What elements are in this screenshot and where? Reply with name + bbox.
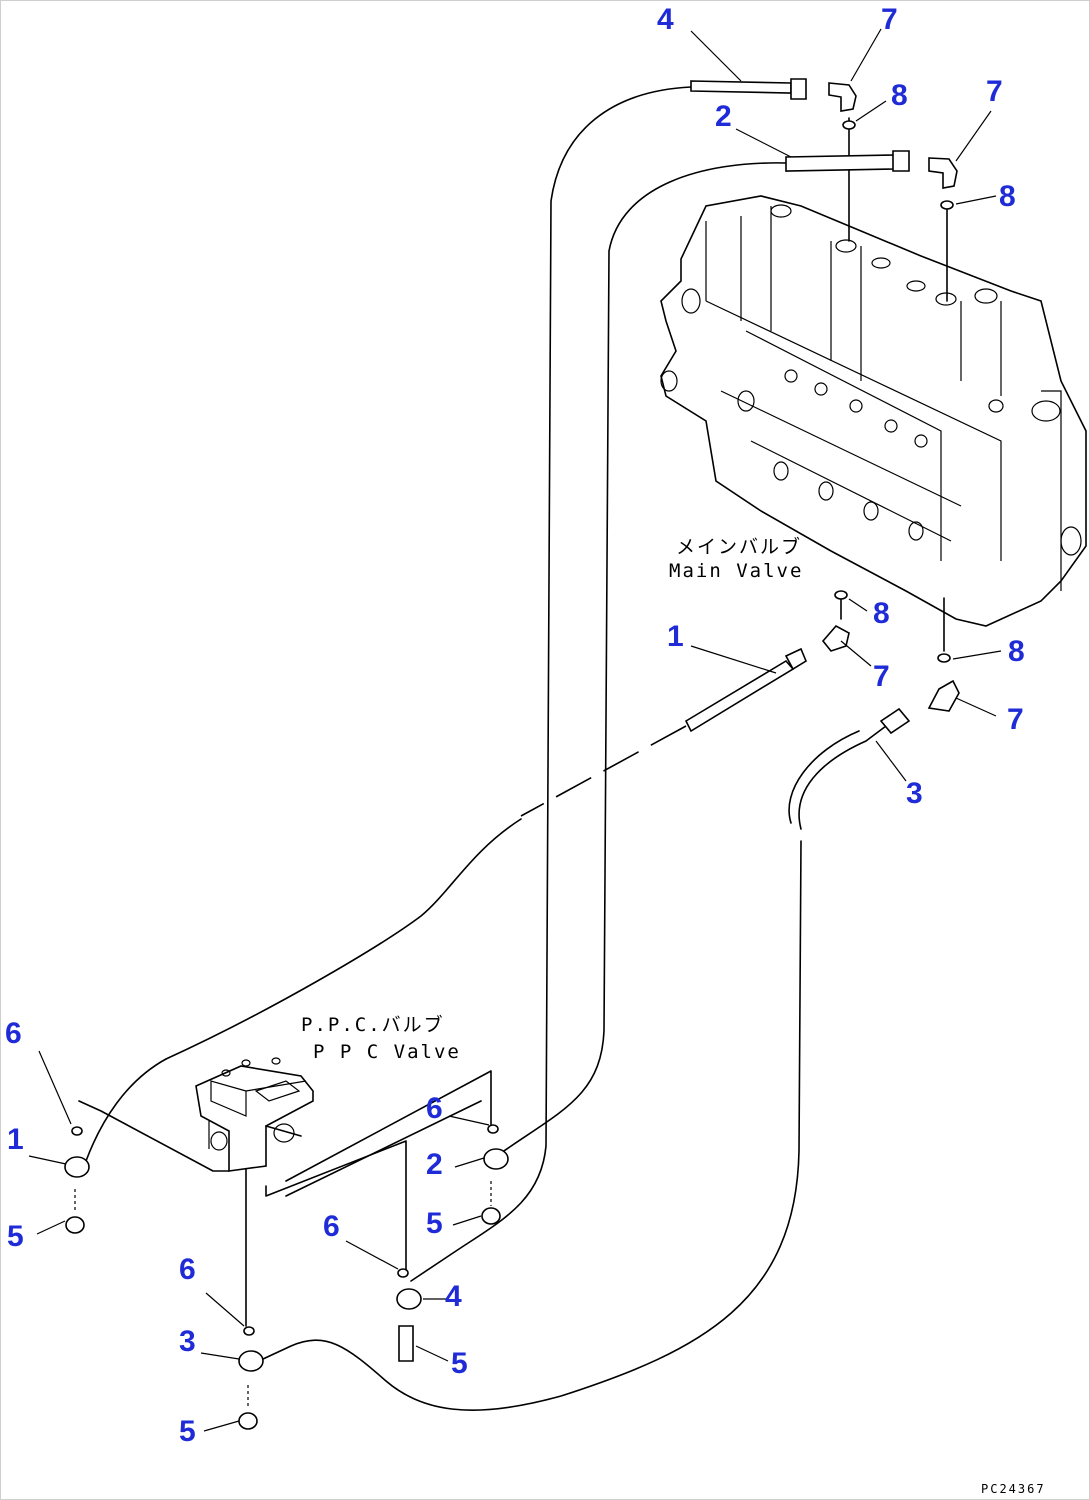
elbow-7b [928,157,958,189]
callout-8-lower: 8 [1008,635,1025,668]
main-valve [660,195,1087,627]
callout-3-bottom: 3 [179,1325,196,1358]
callout-6-bottom: 6 [179,1253,196,1286]
callout-8-right: 8 [999,180,1016,213]
callout-7-lower: 7 [1007,703,1024,736]
callout-6-left: 6 [5,1017,22,1050]
callout-2-center: 2 [426,1148,443,1181]
tube-4-top [690,80,792,94]
callout-8-top: 8 [891,79,908,112]
callout-7-right: 7 [986,75,1003,108]
callout-6-center: 6 [426,1092,443,1125]
elbow-7c [821,624,850,652]
leader-lines [28,28,1002,1432]
callout-5-lower: 5 [451,1347,468,1380]
main-valve-label-en: Main Valve [669,560,803,582]
callout-6-lower: 6 [323,1210,340,1243]
elbow-7d [927,679,960,712]
callout-4-top: 4 [657,3,674,36]
hose-1 [684,659,795,733]
callout-7-top: 7 [881,3,898,36]
callout-8-mid: 8 [873,597,890,630]
callout-7-mid: 7 [873,660,890,693]
callout-5-left: 5 [7,1220,24,1253]
callout-5-bottom: 5 [179,1415,196,1448]
callout-4-lower: 4 [445,1280,462,1313]
callout-numbers: 4 7 2 8 7 8 8 1 8 7 7 3 6 1 5 6 2 5 6 4 … [5,3,1025,1448]
drawing-code: PC24367 [981,1482,1046,1496]
callout-1-mid: 1 [667,620,684,653]
captions: メインバルブ Main Valve P.P.C.バルブ P P C Valve … [301,535,1046,1496]
callout-5-center: 5 [426,1207,443,1240]
callout-1-left: 1 [7,1123,24,1156]
callout-3-mid: 3 [906,777,923,810]
callout-2-top: 2 [715,100,732,133]
tube-2-top [785,154,897,172]
ppc-valve-label-en: P P C Valve [313,1041,461,1063]
elbow-7a [828,82,857,112]
hose-routes [78,86,948,1411]
ppc-valve-label-jp: P.P.C.バルブ [301,1013,445,1036]
parts [64,78,960,1430]
main-valve-label-jp: メインバルブ [676,535,802,558]
